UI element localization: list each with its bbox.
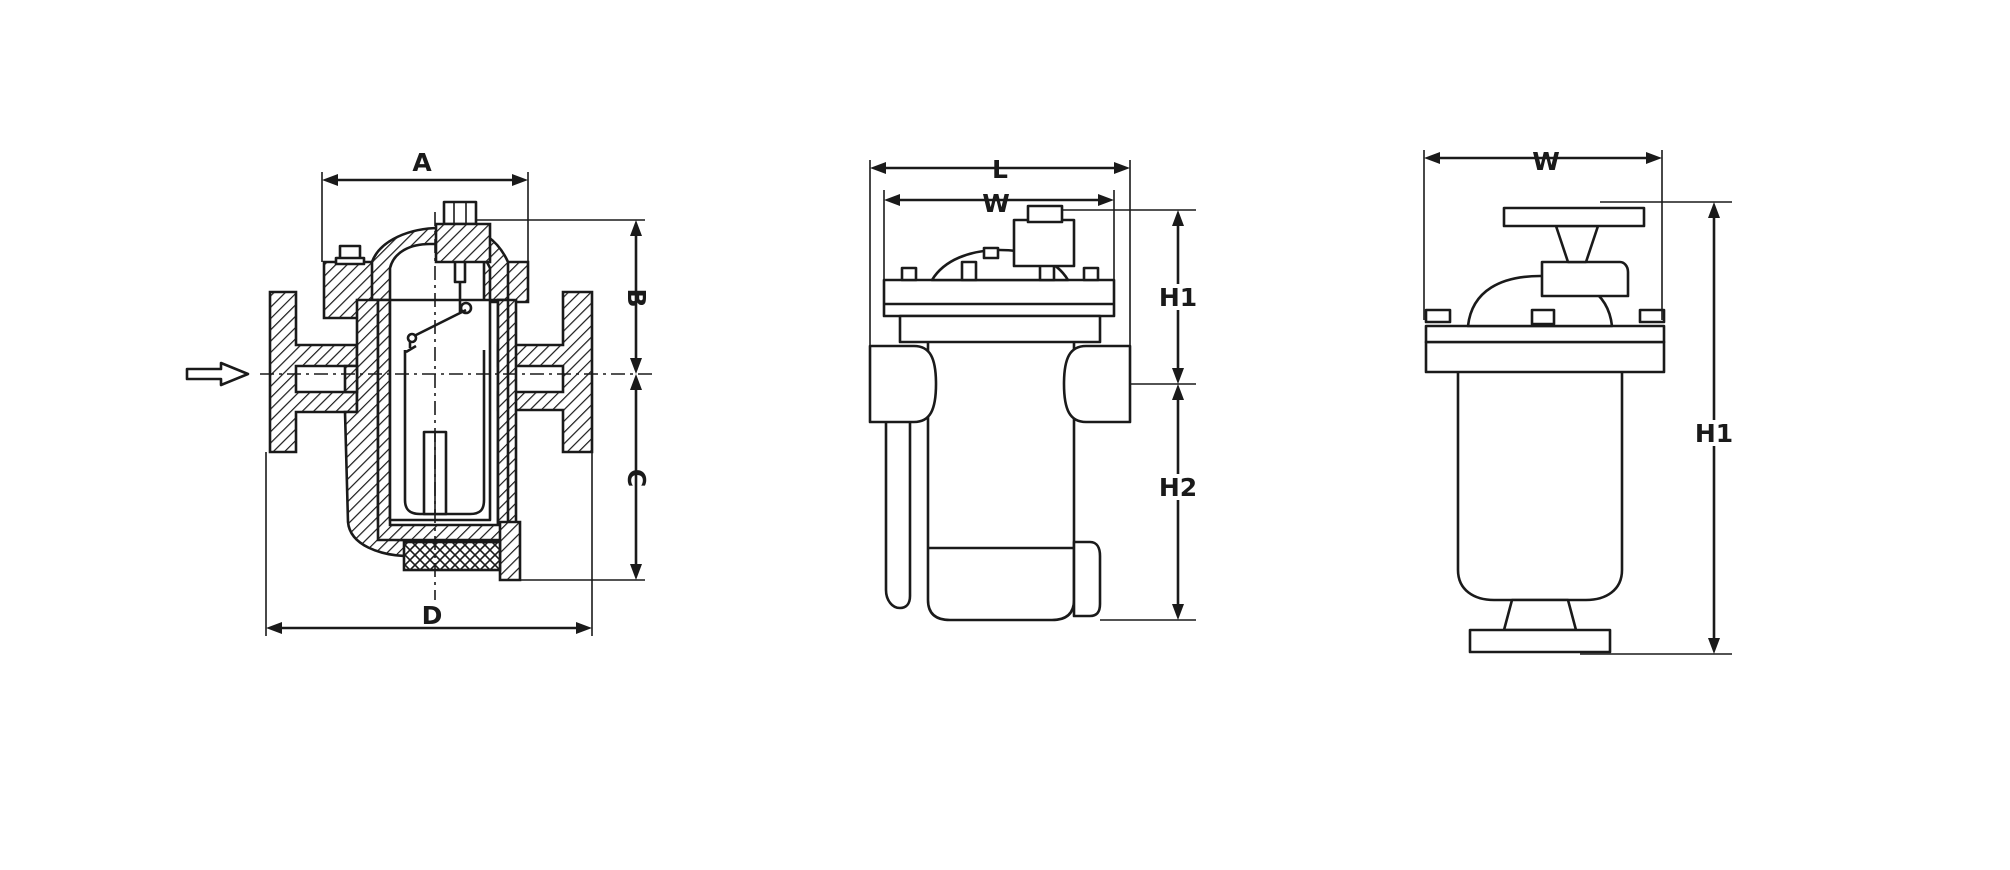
side-top-flange xyxy=(1502,206,1646,228)
dimension-h1-front-label: H1 xyxy=(1159,283,1197,312)
dimension-w-front: W xyxy=(883,189,1115,280)
dimension-a: A xyxy=(321,148,529,302)
front-view: L W H1 H2 xyxy=(868,155,1201,622)
dimension-w-front-label: W xyxy=(982,189,1010,218)
front-body xyxy=(926,338,1076,622)
inlet-flange xyxy=(268,290,359,454)
dimension-h2-front-label: H2 xyxy=(1159,473,1197,502)
dimension-w-side-label: W xyxy=(1532,147,1560,176)
side-bottom-flange xyxy=(1468,628,1612,654)
dimension-c: C xyxy=(516,374,651,581)
dimension-h1-side: H1 xyxy=(1580,201,1737,655)
dimension-h1-side-label: H1 xyxy=(1695,419,1733,448)
dimension-d-label: D xyxy=(422,601,443,630)
dimension-b: B xyxy=(476,219,651,374)
dimension-h1-front: H1 xyxy=(1062,209,1201,385)
side-body xyxy=(1456,368,1624,602)
dimension-l: L xyxy=(869,155,1131,346)
dimension-h2-front: H2 xyxy=(1100,384,1201,621)
dimension-d: D xyxy=(265,452,593,636)
dimension-w-side: W xyxy=(1423,147,1663,320)
lever-mechanism xyxy=(405,262,473,354)
side-view: W H1 xyxy=(1423,147,1737,655)
cover-bolt xyxy=(334,244,366,266)
side-mid-flange xyxy=(1424,340,1666,374)
section-view: A B C D xyxy=(185,148,655,636)
dimension-c-label: C xyxy=(622,469,651,487)
flow-arrow-icon xyxy=(185,361,250,387)
front-side-pipe xyxy=(884,418,912,610)
dimension-l-label: L xyxy=(992,155,1008,184)
vent-plug xyxy=(434,200,492,264)
dimension-a-label: A xyxy=(412,148,432,177)
front-top-plug xyxy=(1012,218,1076,268)
dimension-b-label: B xyxy=(622,288,651,307)
front-flange xyxy=(882,278,1116,318)
